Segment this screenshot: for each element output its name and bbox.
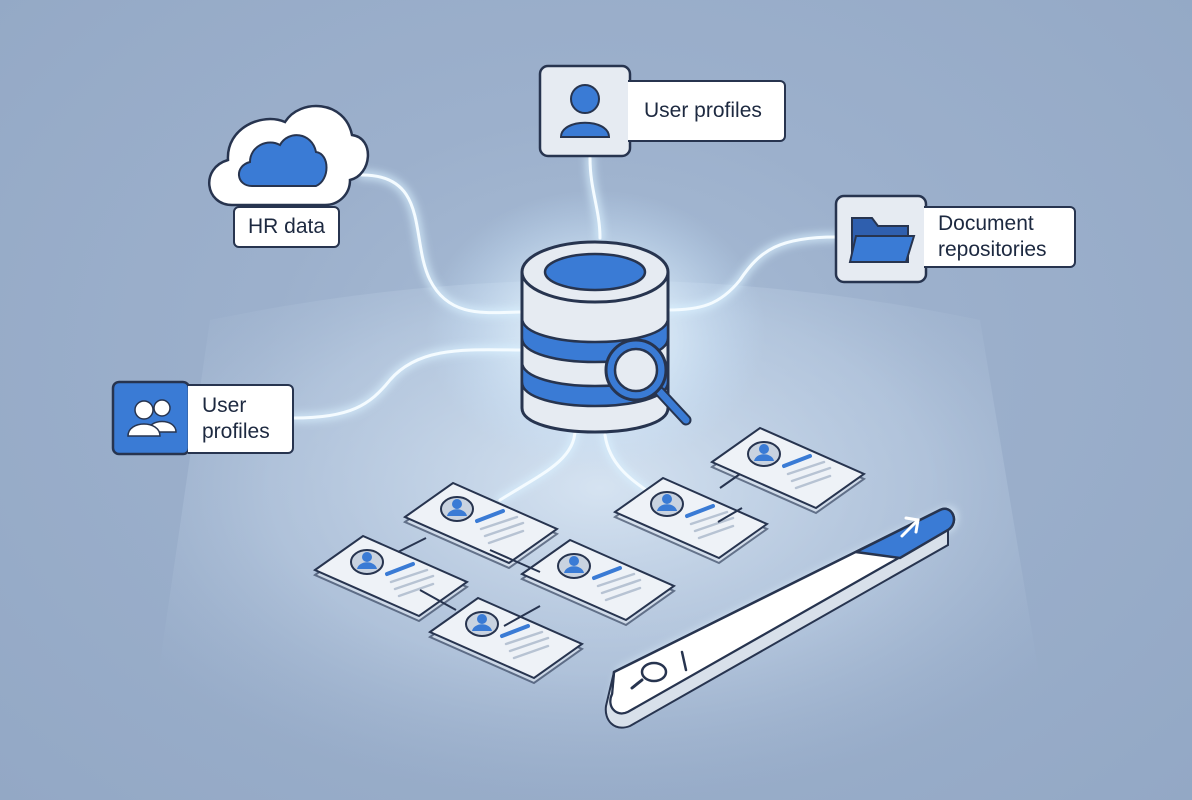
database-search-icon	[520, 240, 670, 434]
user-profiles-left-line1: User	[202, 394, 247, 417]
result-cards	[312, 426, 867, 685]
document-repositories-line1: Document	[938, 212, 1034, 235]
connector-lines	[289, 153, 841, 505]
cloud-icon	[238, 134, 328, 187]
database-hub	[520, 240, 692, 434]
profile-card[interactable]	[709, 426, 867, 515]
user-profiles-left-line2: profiles	[202, 420, 270, 443]
search-bar[interactable]	[604, 506, 958, 729]
document-repositories-line2: repositories	[938, 238, 1047, 261]
card-connectors	[397, 473, 743, 627]
profile-card-icon	[650, 491, 684, 517]
user-profiles-top-text: User profiles	[644, 99, 762, 122]
folder-icon	[848, 217, 916, 263]
user-profiles-top-node	[538, 64, 632, 158]
profile-card[interactable]	[612, 476, 770, 565]
profile-card[interactable]	[519, 538, 677, 627]
profile-card-icon	[440, 496, 474, 522]
profile-card-icon	[747, 441, 781, 467]
profile-card-icon	[557, 553, 591, 579]
document-repositories-node	[834, 194, 928, 284]
hr-data-label: HR data	[233, 206, 340, 248]
profile-card[interactable]	[402, 481, 560, 570]
spotlight-beam	[140, 280, 1060, 800]
user-profiles-left-node	[111, 380, 191, 456]
users-group-icon	[127, 399, 177, 437]
user-icon	[559, 84, 611, 138]
user-profiles-left-label: User profiles	[188, 384, 294, 454]
search-icon	[630, 650, 688, 690]
profile-card-icon	[350, 549, 384, 575]
profile-card[interactable]	[427, 596, 585, 685]
hr-data-node	[208, 104, 370, 207]
document-repositories-label: Document repositories	[924, 206, 1076, 268]
profile-card-icon	[465, 611, 499, 637]
arrow-icon	[900, 516, 920, 538]
magnifier-icon	[604, 338, 692, 426]
hr-data-text: HR data	[247, 215, 326, 238]
user-profiles-top-label: User profiles	[628, 80, 786, 142]
